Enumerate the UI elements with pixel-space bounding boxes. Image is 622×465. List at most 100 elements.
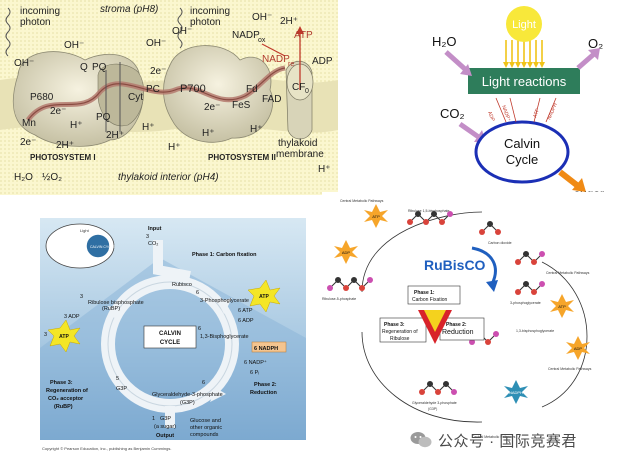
incoming-photon-label: incoming xyxy=(20,6,60,17)
light-reactions-diagram: Light Light reactions H₂O O₂ CO₂ Calvin … xyxy=(410,0,622,200)
fad-label: FAD xyxy=(262,94,281,105)
g3p-abbr-label: (G3P) xyxy=(180,400,195,406)
central-4: Central Metabolic Pathways xyxy=(472,435,516,439)
photosystem2-label: PHOTOSYSTEM II xyxy=(208,153,276,162)
phase3-label-3: Ribulose xyxy=(390,336,410,342)
stroma-label: stroma (pH8) xyxy=(100,4,158,15)
burst-b-label: ADP xyxy=(342,250,351,255)
atp-arrowhead xyxy=(296,26,304,34)
h-plus-6: H⁺ xyxy=(318,164,331,175)
nadph-label: 6 NADPH xyxy=(254,346,278,352)
thylakoid-membrane-label-1: thylakoid xyxy=(278,138,317,149)
two-h-mid-label: 2H⁺ xyxy=(106,130,124,141)
rubisco-labels: Phase 1: Carbon Fixation Phase 3: Regene… xyxy=(382,290,474,342)
chloroplast-cycle-label: CALVIN CYCLE xyxy=(90,245,116,249)
phase3-label-2: Regeneration of xyxy=(46,388,88,394)
phase3-label-1: Phase 3: xyxy=(50,380,73,386)
output-count: 1 xyxy=(152,416,155,422)
atp-burst-b xyxy=(334,240,358,264)
atp-burst-d xyxy=(566,336,590,360)
chloroplast-light: Light xyxy=(80,228,90,233)
mini-cycle-icon xyxy=(85,233,111,259)
watermark-text: 公众号 · 国际竞赛君 xyxy=(438,432,577,450)
rubisco-small-labels: Central Metabolic Pathways Central Metab… xyxy=(322,199,592,439)
phase3-label-1: Phase 3: xyxy=(384,322,405,328)
phase2-label-1: Phase 2: xyxy=(254,382,277,388)
nadph-burst xyxy=(504,380,528,404)
input-label: Input xyxy=(148,226,162,232)
pga-label: 3-phosphoglycerate xyxy=(510,301,541,305)
r5p-label: Ribulose-5-phosphate xyxy=(322,297,356,301)
wechat-icon xyxy=(410,432,432,448)
cf-sub: 0 xyxy=(305,88,309,95)
interior-label: thylakoid interior (pH4) xyxy=(118,172,219,183)
burst-labels: ATP ADP ATP ADP NADPH xyxy=(342,214,583,395)
light-label: Light xyxy=(512,19,536,31)
output-label: Output xyxy=(156,433,174,439)
atp-burst-2-label: ATP xyxy=(59,334,69,340)
two-e-label-4: 2e⁻ xyxy=(204,102,220,113)
h2o-arrow xyxy=(444,50,468,72)
two-e-label-2: 2e⁻ xyxy=(20,137,36,148)
atp6-label: 6 ATP xyxy=(238,308,253,314)
calvin-labels: Input 3 CO₂ Phase 1: Carbon fixation Rub… xyxy=(44,226,278,439)
phase2-label-1: Phase 2: xyxy=(446,322,467,328)
q-label: Q xyxy=(80,62,88,73)
phase1-label-1: Phase 1: xyxy=(414,290,435,296)
pi-label: 6 Pᵢ xyxy=(250,370,259,376)
thylakoid-membrane-label-2: membrane xyxy=(276,149,324,160)
phase2-label-2: Reduction xyxy=(442,329,474,336)
incoming-photon-label-b: incoming xyxy=(190,6,230,17)
photon-wave-1 xyxy=(5,7,11,57)
phase2-label-2: Reduction xyxy=(250,390,278,396)
bpg-label: 1,3-bisphosphoglycerate xyxy=(516,329,554,333)
rubp-abbr: (RuBP) xyxy=(102,306,120,312)
copyright-label: Copyright © Pearson Education, Inc., pub… xyxy=(42,446,171,451)
burst-a-label: ATP xyxy=(372,214,380,219)
input-count: 3 xyxy=(146,234,149,240)
o2-arrow xyxy=(576,52,596,70)
h-plus-3: H⁺ xyxy=(202,128,215,139)
glucose-label-1: Glucose and xyxy=(190,418,221,424)
pga-label: 3-Phosphoglycerate xyxy=(200,298,249,304)
atp-burst-c xyxy=(550,294,574,318)
calvin-center-2: CYCLE xyxy=(160,340,180,346)
bpg-label: 1,3-Bisphoglycerate xyxy=(200,334,249,340)
calvin-label-1: Calvin xyxy=(504,136,540,151)
nadp-re-sub: re xyxy=(288,61,294,68)
calvin-center-1: CALVIN xyxy=(159,331,181,337)
pq-bottom-label: PQ xyxy=(96,112,111,123)
rubp-label: Ribulose bisphosphate xyxy=(88,300,144,306)
rubp-label: Ribulose 1,5-bisphosphate xyxy=(408,209,449,213)
phase3-label-4: (RuBP) xyxy=(54,404,73,410)
nadp-label: 6 NADP⁺ xyxy=(244,359,267,366)
central-1: Central Metabolic Pathways xyxy=(340,199,384,203)
triangle-yellow xyxy=(424,310,446,332)
burst-d-label: ADP xyxy=(574,346,583,351)
calvin-cycle-ellipse xyxy=(474,120,570,184)
rubisco-diagram: ATP ADP ATP ADP NADPH RuBisCO Phase 1: C… xyxy=(322,192,622,442)
pga-count: 6 xyxy=(196,290,199,296)
cytochrome-complex xyxy=(97,63,144,127)
output-g3p: G3P xyxy=(160,416,171,422)
phase3-label-3: CO₂ acceptor xyxy=(48,396,84,402)
cyt-label: Cyt xyxy=(128,92,143,103)
co2-label: CO₂ xyxy=(440,106,465,121)
rubisco-label: Rubisco xyxy=(172,282,192,288)
phase1-box xyxy=(407,285,461,305)
atp-label: ATP xyxy=(294,30,313,41)
g3p-abbr: (G3P) xyxy=(428,407,437,411)
calvin-label-2: Cycle xyxy=(506,152,539,167)
central-3: Central Metabolic Pathways xyxy=(548,367,592,371)
o2-arrowhead xyxy=(588,48,600,60)
rubisco-arrowhead xyxy=(486,280,498,292)
h2o-label: H₂O xyxy=(432,34,457,49)
p680-label: P680 xyxy=(30,92,54,103)
phase3-label-2: Regeneration of xyxy=(382,329,418,335)
sugar-arrowhead xyxy=(572,178,586,192)
calvin-wedge xyxy=(40,258,306,440)
light-sun-icon xyxy=(506,6,542,42)
cycle-arrowhead-1 xyxy=(218,298,232,314)
nadp-re-label: NADP xyxy=(262,54,290,65)
sugar-arrow xyxy=(558,169,580,189)
